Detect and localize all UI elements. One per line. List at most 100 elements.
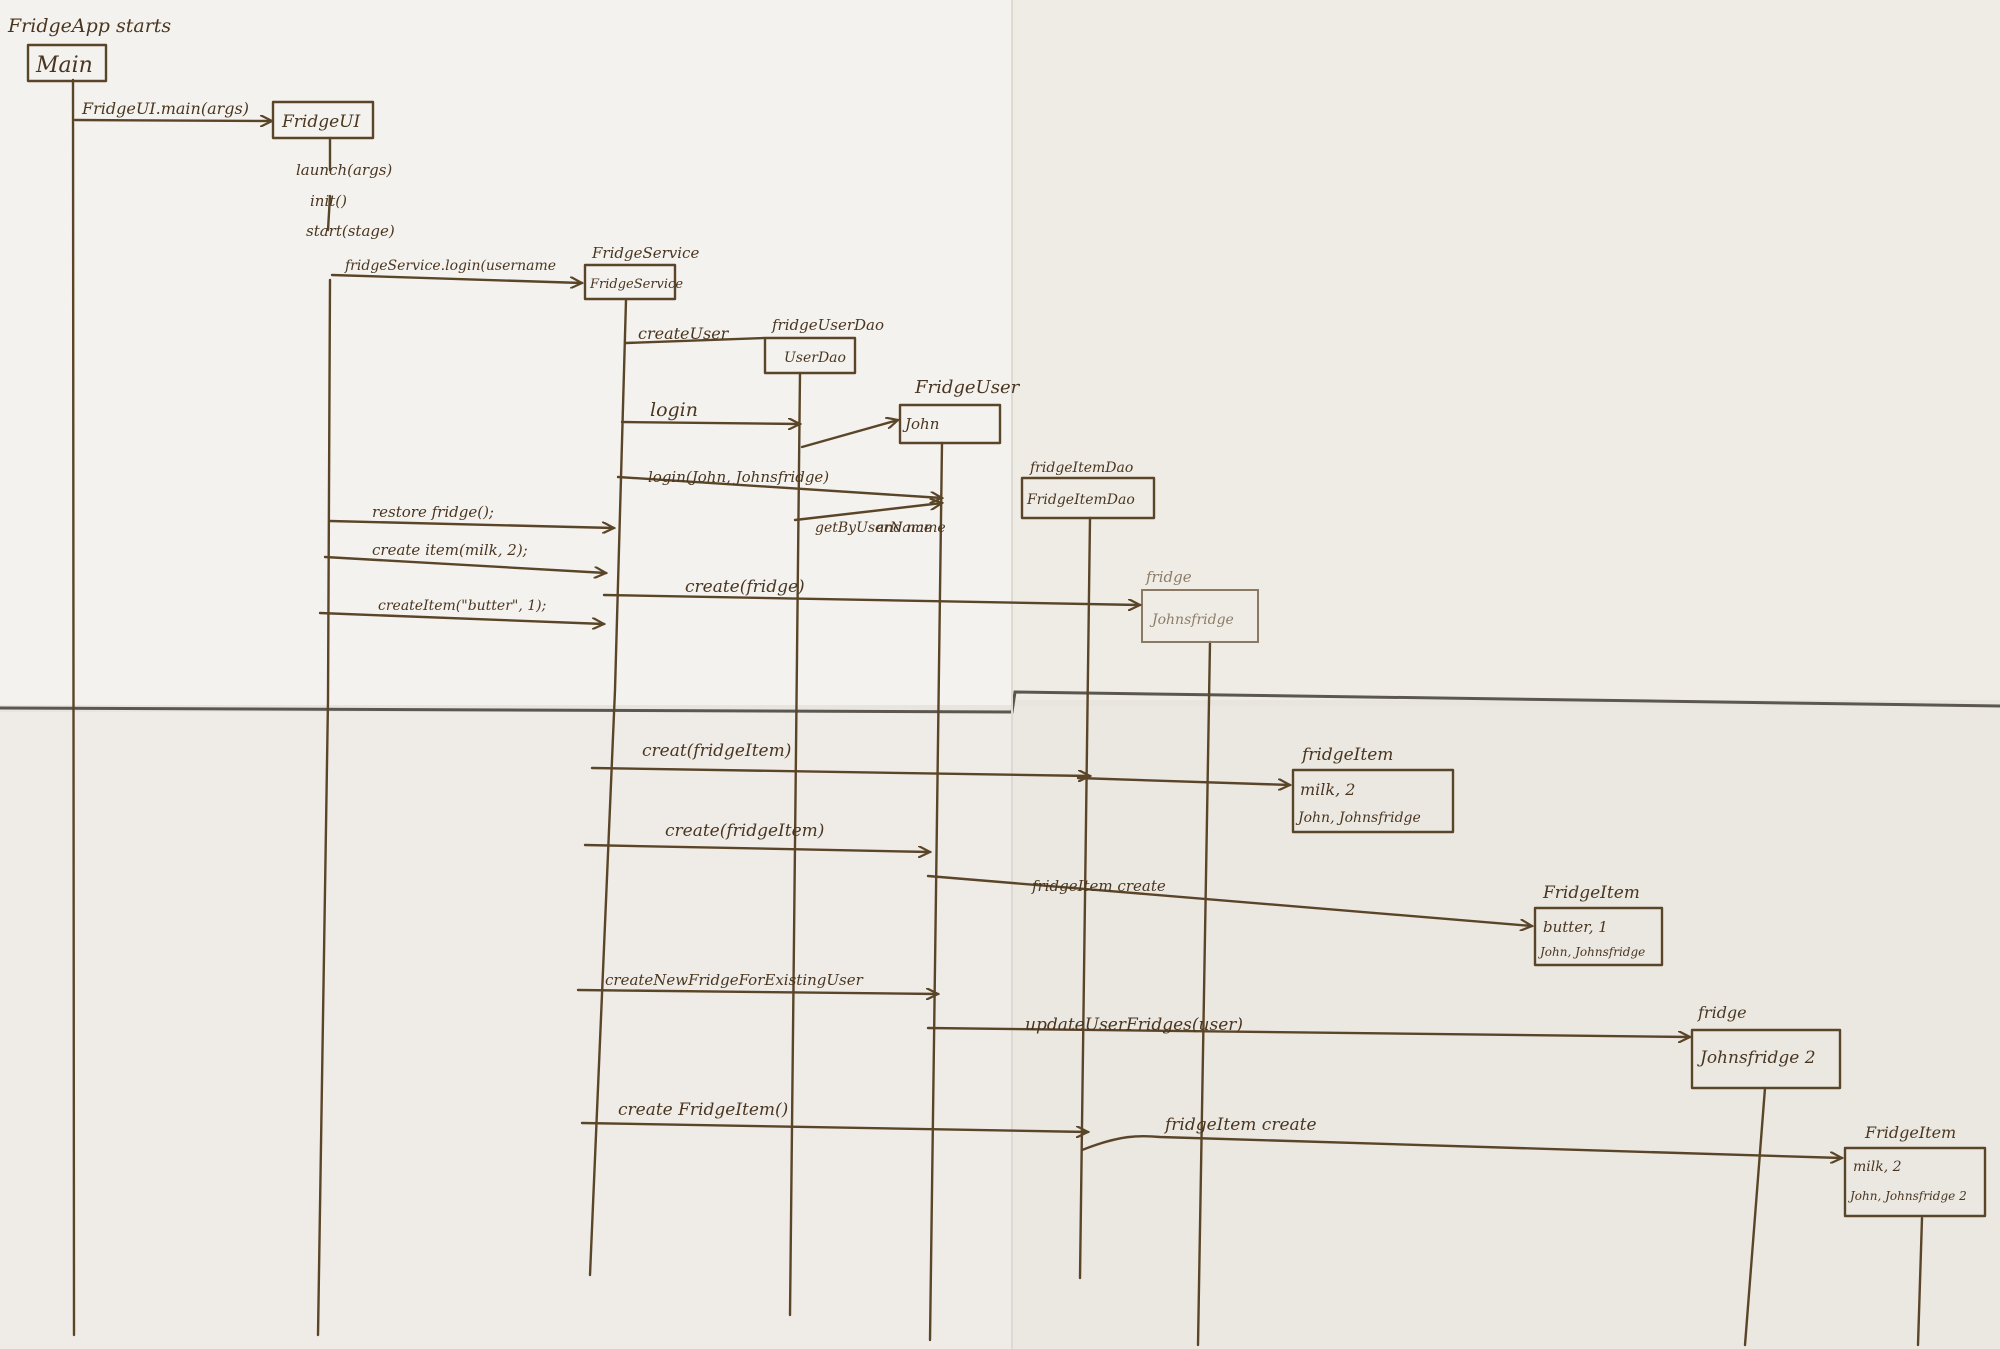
- message-label: fridgeItem create: [1163, 1115, 1317, 1135]
- object-name: fridgeItem: [1300, 745, 1393, 765]
- message-m2: fridgeService.login(username: [330, 258, 582, 283]
- message-label: getByUserName: [815, 520, 932, 536]
- message-label: createNewFridgeForExistingUser: [605, 971, 864, 989]
- message-arrow: [793, 503, 942, 522]
- object-userdao: fridgeUserDao UserDao: [763, 316, 884, 375]
- object-box: [583, 263, 677, 301]
- message-arrow: [580, 1121, 1088, 1132]
- lifeline-fridge1: [1196, 640, 1212, 1347]
- object-box-label: milk, 2: [1853, 1159, 1902, 1175]
- object-box-label: butter, 1: [1543, 918, 1608, 936]
- lifeline-fridgeui: [316, 136, 332, 1337]
- object-box: [26, 43, 108, 83]
- message-m12: create(fridgeItem): [583, 821, 930, 852]
- lifeline-main: [71, 78, 76, 1337]
- object-name: FridgeItem: [1864, 1123, 1956, 1142]
- message-label: login(John, Johnsfridge): [648, 468, 829, 486]
- object-box: [1291, 768, 1455, 834]
- message-m10: create(fridge): [602, 577, 1140, 605]
- object-box-label: UserDao: [784, 350, 846, 366]
- paper-top-right: [1012, 0, 2000, 700]
- message-arrow: [926, 874, 1532, 926]
- init-call-start: start(stage): [306, 222, 395, 240]
- message-label: fridgeItem create: [1031, 877, 1166, 895]
- object-box-label: John: [902, 415, 939, 433]
- message-m11: creat(fridgeItem): [590, 741, 1290, 785]
- object-name: fridgeUserDao: [771, 316, 884, 334]
- message-m15: updateUserFridges(user): [926, 1015, 1690, 1037]
- object-fridgeuser: FridgeUser John: [898, 377, 1021, 445]
- object-fridgeitem-3: FridgeItem milk, 2 John, Johnsfridge 2: [1843, 1123, 1987, 1218]
- message-label: create FridgeItem(): [618, 1100, 788, 1120]
- object-box-label: Johnsfridge: [1149, 612, 1234, 628]
- message-arrow: [73, 120, 272, 121]
- paper-bottom-left: [0, 712, 1012, 1349]
- message-arrow-2: [800, 420, 898, 449]
- object-box: [1141, 589, 1259, 643]
- object-name: fridgeItemDao: [1029, 460, 1133, 476]
- message-arrow: [926, 1026, 1690, 1037]
- lifeline-fridge2: [1743, 1086, 1767, 1347]
- message-arrow: [323, 555, 606, 573]
- message-arrow: [1080, 1134, 1842, 1158]
- paper-top-left: [0, 0, 1012, 705]
- message-m14: createNewFridgeForExistingUser: [576, 971, 938, 994]
- object-fridgeitem-2: FridgeItem butter, 1 John, Johnsfridge: [1533, 883, 1664, 967]
- lifeline-item3: [1916, 1216, 1924, 1347]
- message-arrow: [576, 990, 938, 994]
- message-m7: restore fridge();: [328, 503, 614, 528]
- lifelines: [71, 78, 1924, 1347]
- message-label: createItem("butter", 1);: [378, 598, 546, 614]
- message-m1: FridgeUI.main(args): [73, 99, 272, 121]
- message-m16: create FridgeItem(): [580, 1100, 1088, 1132]
- lifeline-service: [588, 298, 628, 1277]
- object-fridge-1: fridge Johnsfridge: [1141, 568, 1259, 643]
- init-call-init: init(): [310, 192, 347, 210]
- message-m8: create item(milk, 2);: [323, 541, 606, 573]
- object-box: [1020, 476, 1156, 520]
- object-box-label-2: John, Johnsfridge 2: [1847, 1189, 1967, 1203]
- message-label: creat(fridgeItem): [642, 741, 791, 761]
- lifeline-itemdao: [1078, 516, 1092, 1280]
- object-main: Main: [26, 43, 108, 83]
- object-box: [763, 336, 857, 375]
- message-arrow: [328, 519, 614, 528]
- object-box-label: FridgeUI: [281, 112, 361, 132]
- message-arrow: [602, 593, 1140, 605]
- message-arrow: [590, 766, 1090, 776]
- object-box-label: FridgeService: [589, 277, 683, 292]
- diagram-title: FridgeApp starts: [7, 15, 171, 37]
- object-box: [1690, 1028, 1842, 1090]
- object-box-label: FridgeItemDao: [1026, 492, 1135, 508]
- object-name: FridgeItem: [1542, 883, 1640, 903]
- message-m17: fridgeItem create: [1080, 1115, 1842, 1158]
- object-box-label-2: John, Johnsfridge: [1295, 810, 1421, 826]
- message-label: createUser: [638, 324, 730, 343]
- message-arrow: [583, 843, 930, 852]
- lifeline-user: [928, 441, 944, 1342]
- message-arrow: [330, 273, 582, 283]
- object-name: fridge: [1145, 568, 1192, 586]
- message-label: updateUserFridges(user): [1025, 1015, 1243, 1035]
- message-m6: getByUserName and name: [793, 503, 946, 536]
- object-fridge-2: fridge Johnsfridge 2: [1690, 1003, 1842, 1090]
- message-arrow: [624, 336, 766, 345]
- message-arrow: [616, 475, 942, 498]
- object-box-label: Main: [35, 53, 93, 78]
- object-box-label: milk, 2: [1300, 780, 1355, 799]
- message-label: create(fridgeItem): [665, 821, 824, 841]
- lifeline-userdao: [788, 371, 802, 1317]
- object-box: [1843, 1146, 1987, 1218]
- message-arrow: [620, 422, 800, 424]
- message-label: create item(milk, 2);: [372, 541, 528, 559]
- message-m13: fridgeItem create: [926, 874, 1532, 926]
- init-calls: launch(args) init() start(stage): [296, 161, 395, 240]
- object-name: fridge: [1697, 1003, 1747, 1022]
- message-label: fridgeService.login(username: [344, 258, 556, 274]
- paper-bottom-right: [1012, 706, 2000, 1349]
- message-arrow-2: [1076, 776, 1290, 785]
- object-box-label-2: John, Johnsfridge: [1537, 945, 1645, 959]
- message-m3: createUser: [624, 324, 766, 345]
